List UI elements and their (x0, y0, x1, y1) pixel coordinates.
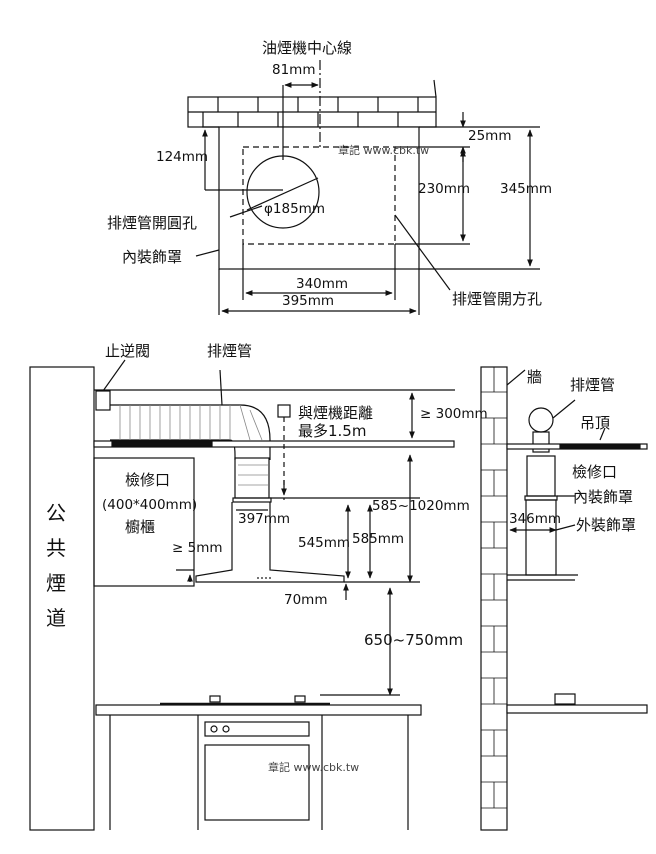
dim-25-label: 25mm (468, 128, 511, 144)
dim-230-label: 230mm (418, 181, 470, 197)
right-access-label: 檢修口 (572, 463, 617, 481)
range-hood (195, 502, 345, 583)
check-valve-label: 止逆閥 (105, 342, 150, 360)
warning-icon (277, 404, 291, 418)
dim-346-label: 346mm (509, 511, 561, 527)
access-opening (111, 441, 213, 447)
ceiling-board (93, 440, 455, 448)
wall-label: 牆 (527, 368, 542, 386)
flue-char-1: 公 (46, 501, 66, 525)
inner-cover-label: 內裝飾罩 (122, 248, 182, 266)
outer-cover-label: 外裝飾罩 (576, 516, 636, 534)
dim-585-label: 585mm (352, 531, 404, 547)
hood-inner-cover (234, 457, 270, 499)
side-inner-cover (526, 455, 556, 497)
oven-door (204, 744, 310, 821)
cabinet (93, 457, 195, 587)
warn-line2: 最多1.5m (298, 422, 366, 440)
centerline-title: 油煙機中心線 (262, 39, 352, 57)
access-port-label: 檢修口 (125, 471, 170, 489)
public-flue-wall (29, 366, 95, 831)
side-view (29, 359, 455, 831)
gap-300-label: ≥ 300mm (420, 406, 488, 422)
ceiling-label: 吊頂 (580, 414, 610, 432)
exhaust-pipe-label: 排煙管 (207, 342, 252, 360)
dim-345-label: 345mm (500, 181, 552, 197)
check-valve (95, 390, 111, 411)
top-view (187, 60, 540, 315)
square-hole-label: 排煙管開方孔 (452, 290, 542, 308)
dim-397-label: 397mm (238, 511, 290, 527)
watermark-bottom: 章記 www.cbk.tw (268, 760, 359, 774)
flue-char-3: 煙 (46, 571, 66, 595)
right-exhaust-label: 排煙管 (570, 376, 615, 394)
pipe-cross-section (528, 407, 554, 433)
side-countertop (506, 704, 648, 714)
dim-124-label: 124mm (156, 149, 208, 165)
cabinet-label: 櫥櫃 (125, 518, 155, 536)
gap-5-label: ≥ 5mm (172, 540, 223, 556)
oven-control-panel (204, 721, 310, 737)
flue-char-2: 共 (46, 536, 66, 560)
countertop (95, 704, 422, 716)
dim-545-label: 545mm (298, 535, 350, 551)
dim-585-1020-label: 585~1020mm (372, 498, 470, 514)
offset-81-label: 81mm (272, 62, 315, 78)
dim-650-750-label: 650~750mm (364, 631, 463, 649)
square-opening (242, 146, 396, 245)
flue-char-4: 道 (46, 606, 66, 630)
watermark-top: 章記 www.cbk.tw (338, 143, 429, 157)
access-size-label: (400*400mm) (102, 497, 197, 513)
round-hole-label: 排煙管開圓孔 (107, 214, 197, 232)
dim-395-label: 395mm (282, 293, 334, 309)
right-inner-cover-label: 內裝飾罩 (573, 488, 633, 506)
warn-line1: 與煙機距離 (298, 404, 373, 422)
dim-70-label: 70mm (284, 592, 327, 608)
dim-340-label: 340mm (296, 276, 348, 292)
right-view (480, 366, 648, 831)
phi-label: φ185mm (264, 201, 325, 217)
